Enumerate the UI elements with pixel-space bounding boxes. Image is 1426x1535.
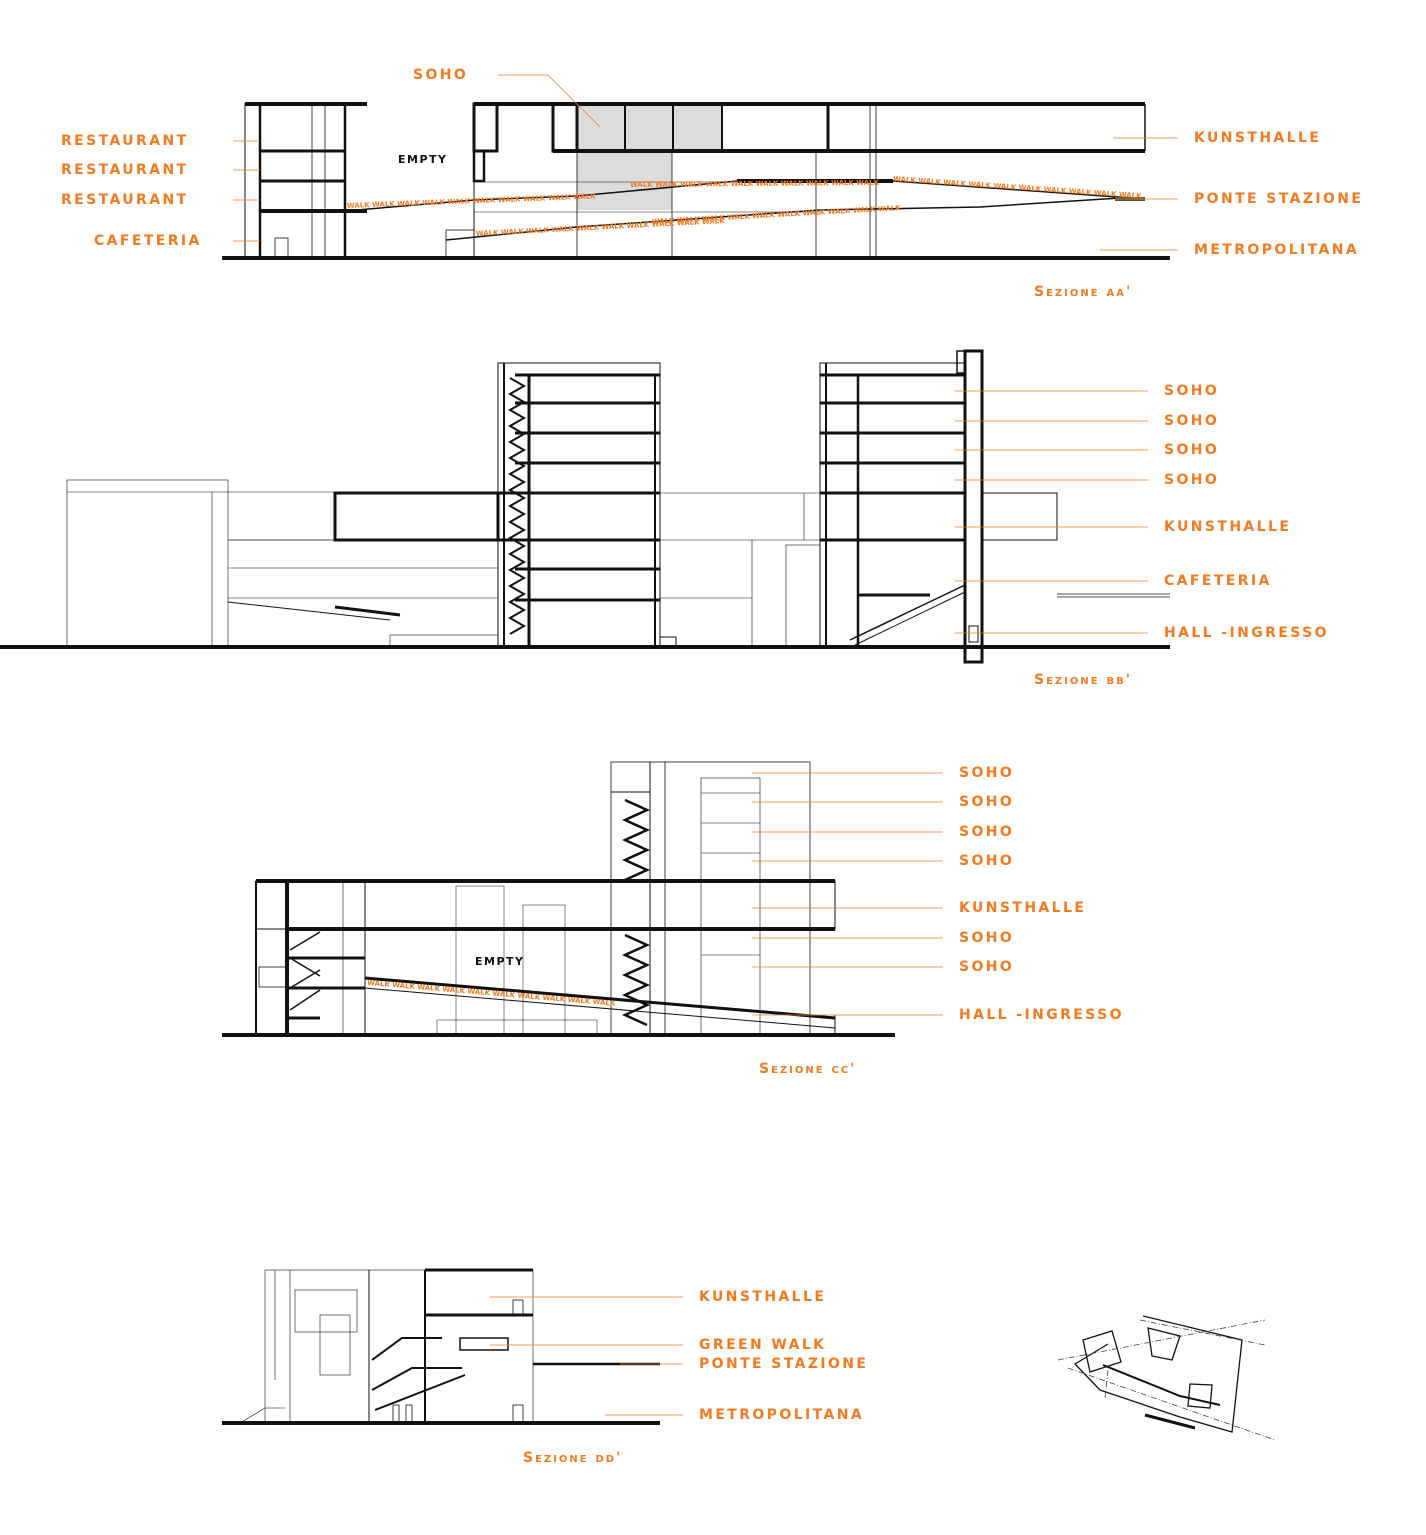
label-soho: SOHO bbox=[413, 67, 469, 83]
label-kunsthalle: KUNSTHALLE bbox=[1164, 519, 1292, 535]
key-plan bbox=[1057, 1315, 1276, 1441]
section-bb-drawing bbox=[0, 349, 1170, 664]
label-soho: SOHO bbox=[1164, 442, 1220, 458]
walk-text: WALK WALK WALK WALK WALK WALK WALK WALK … bbox=[367, 979, 616, 1008]
label-cafeteria: CAFETERIA bbox=[1164, 573, 1272, 589]
label-soho: SOHO bbox=[959, 930, 1015, 946]
label-soho: SOHO bbox=[1164, 472, 1220, 488]
label-metropolitana: METROPOLITANA bbox=[1194, 242, 1360, 258]
walk-text: WALK WALK WALK WALK WALK WALK WALK WALK … bbox=[652, 204, 902, 226]
label-soho: SOHO bbox=[959, 794, 1015, 810]
label-metropolitana: METROPOLITANA bbox=[699, 1407, 865, 1423]
label-kunsthalle: KUNSTHALLE bbox=[699, 1289, 827, 1305]
section-cc-title: Sezione cc' bbox=[759, 1061, 857, 1077]
label-ponte-stazione: PONTE STAZIONE bbox=[1194, 191, 1364, 207]
label-empty: EMPTY bbox=[475, 955, 525, 968]
section-aa-drawing bbox=[222, 102, 1170, 260]
section-cc-drawing bbox=[222, 761, 895, 1037]
label-restaurant: RESTAURANT bbox=[61, 133, 189, 149]
label-restaurant: RESTAURANT bbox=[61, 192, 189, 208]
label-ponte-stazione: PONTE STAZIONE bbox=[699, 1356, 869, 1372]
walk-text: WALK WALK WALK WALK WALK WALK WALK WALK … bbox=[630, 179, 880, 189]
label-soho: SOHO bbox=[959, 824, 1015, 840]
section-dd-drawing bbox=[222, 1268, 660, 1425]
label-soho: SOHO bbox=[1164, 413, 1220, 429]
label-soho: SOHO bbox=[959, 959, 1015, 975]
label-cafeteria: CAFETERIA bbox=[94, 233, 202, 249]
section-bb-title: Sezione bb' bbox=[1034, 672, 1132, 688]
label-soho: SOHO bbox=[1164, 383, 1220, 399]
label-kunsthalle: KUNSTHALLE bbox=[959, 900, 1087, 916]
walk-text: WALK WALK WALK WALK WALK WALK WALK WALK … bbox=[347, 192, 597, 210]
label-kunsthalle: KUNSTHALLE bbox=[1194, 130, 1322, 146]
label-hall-ingresso: HALL -INGRESSO bbox=[959, 1007, 1124, 1023]
label-restaurant: RESTAURANT bbox=[61, 162, 189, 178]
label-green-walk: GREEN WALK bbox=[699, 1337, 827, 1353]
section-dd-title: Sezione dd' bbox=[523, 1450, 623, 1466]
label-empty: EMPTY bbox=[398, 153, 448, 166]
leader-lines bbox=[233, 74, 1178, 1416]
walk-text: WALK WALK WALK WALK WALK WALK WALK WALK … bbox=[893, 175, 1143, 200]
section-aa-title: Sezione aa' bbox=[1034, 284, 1133, 300]
label-soho: SOHO bbox=[959, 853, 1015, 869]
label-hall-ingresso: HALL -INGRESSO bbox=[1164, 625, 1329, 641]
label-soho: SOHO bbox=[959, 765, 1015, 781]
